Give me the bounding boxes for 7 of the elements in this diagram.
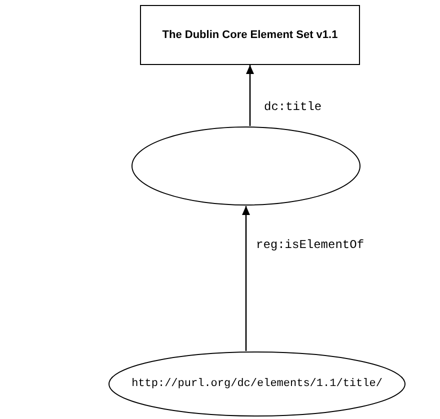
title-box [140, 5, 360, 65]
node-label: The Dublin Core Element Set v1.1 [162, 28, 338, 43]
node-ellipse [131, 126, 361, 206]
node-label: http://purl.org/dc/elements/1.1/title/ [132, 376, 382, 392]
arrow [246, 65, 254, 126]
node-ellipse [108, 351, 406, 417]
arrow [242, 206, 250, 351]
